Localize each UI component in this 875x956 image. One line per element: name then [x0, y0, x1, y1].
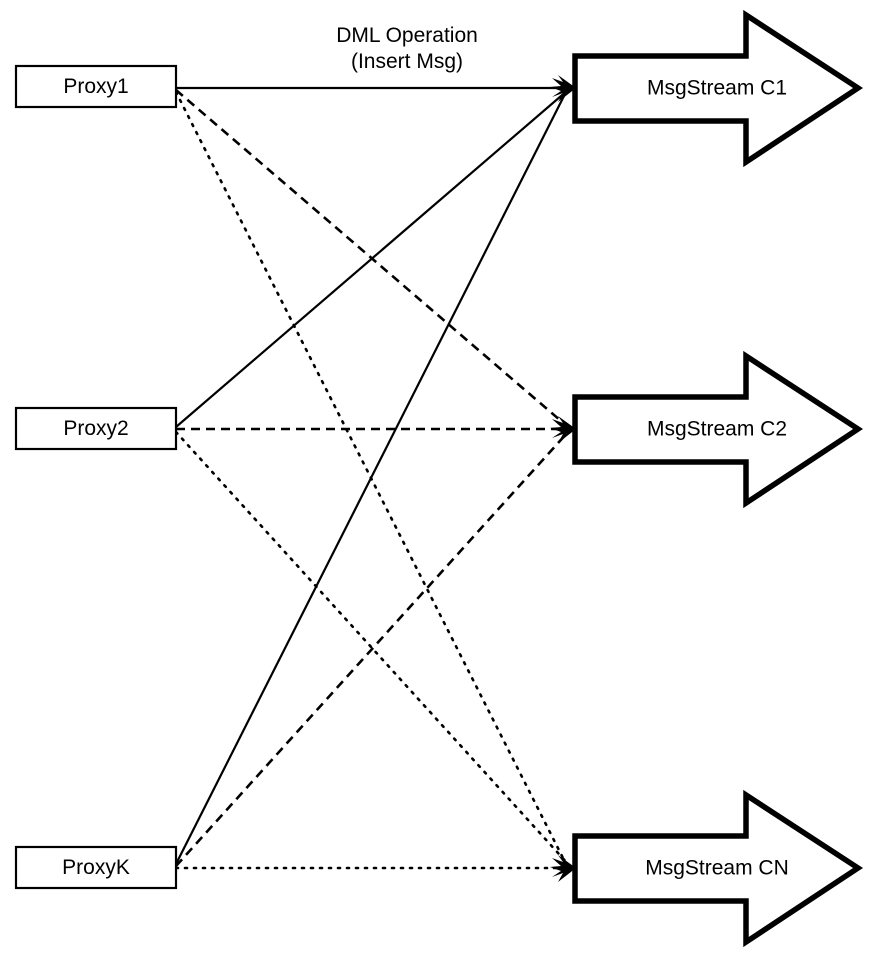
proxy-node-proxy1[interactable]: Proxy1 — [14, 64, 178, 109]
proxy-label: Proxy2 — [63, 417, 128, 440]
stream-msgstream_c2[interactable]: MsgStream C2 — [572, 350, 864, 509]
proxy-label: ProxyK — [62, 856, 130, 879]
dml-operation-label-line1: DML Operation — [336, 24, 478, 47]
stream-arrow-shape — [572, 9, 864, 168]
arrowheads-layer — [550, 75, 576, 882]
proxy-box-rect — [14, 845, 178, 890]
arrowhead-cn — [550, 855, 576, 882]
stream-label: MsgStream C1 — [647, 77, 787, 100]
proxy-label: Proxy1 — [63, 75, 128, 98]
stream-msgstream_c1[interactable]: MsgStream C1 — [572, 9, 864, 168]
streams-layer: MsgStream C1 MsgStream C2 MsgStream CN — [572, 9, 864, 948]
dml-operation-label-line2: (Insert Msg) — [351, 50, 463, 73]
edges-layer — [174, 86, 572, 870]
edge-proxy2-to-c1 — [175, 89, 569, 428]
stream-label: MsgStream CN — [645, 857, 789, 880]
proxy-node-proxyk[interactable]: ProxyK — [14, 845, 178, 890]
stream-label: MsgStream C2 — [647, 418, 787, 441]
edge-proxy2-to-cn — [174, 430, 570, 866]
arrowhead-c1 — [550, 75, 576, 102]
proxy-box-rect — [14, 406, 178, 451]
stream-arrow-shape — [572, 350, 864, 509]
edge-proxyk-to-c2 — [175, 431, 569, 867]
stream-arrow-shape — [572, 789, 864, 948]
edge-proxyk-to-c1 — [175, 91, 567, 865]
stream-msgstream_cn[interactable]: MsgStream CN — [572, 789, 864, 948]
arrowhead-c2 — [550, 416, 576, 443]
edge-annotation-group: DML Operation (Insert Msg) — [336, 24, 478, 73]
proxy-node-proxy2[interactable]: Proxy2 — [14, 406, 178, 451]
proxy-box-rect — [14, 64, 178, 109]
